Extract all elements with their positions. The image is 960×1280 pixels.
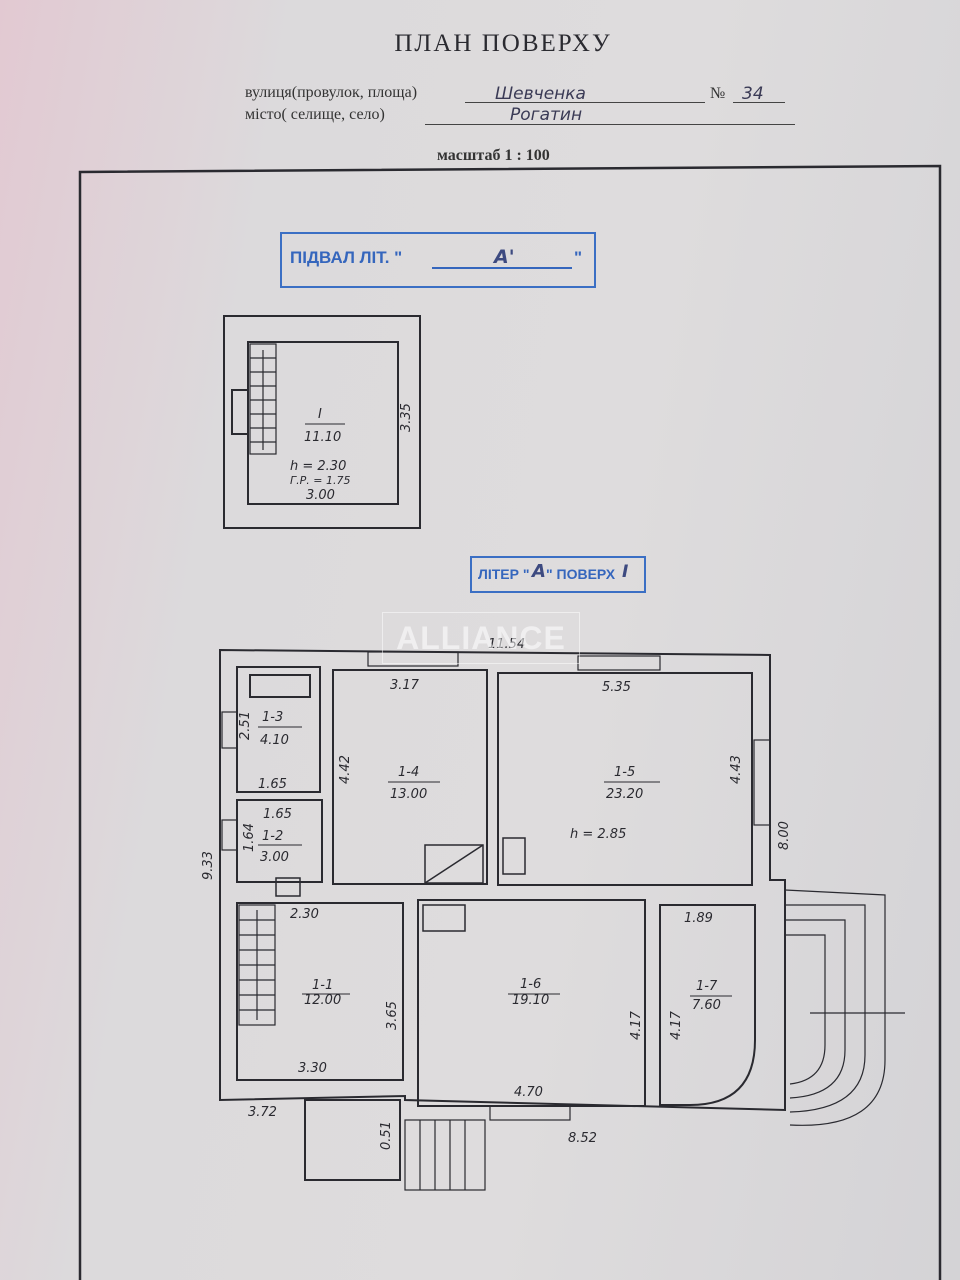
room-1-7-width: 1.89 bbox=[684, 911, 713, 926]
right-depth: 8.00 bbox=[777, 821, 792, 850]
page-title: ПЛАН ПОВЕРХУ bbox=[394, 30, 612, 57]
watermark-logo: ALLIANCE bbox=[382, 612, 580, 664]
room-1-6-id: 1-6 bbox=[520, 977, 541, 992]
room-1-6-width: 4.70 bbox=[514, 1085, 543, 1100]
floor-stamp: ЛІТЕР " А " ПОВЕРХ I bbox=[470, 556, 646, 593]
porch bbox=[304, 1099, 401, 1181]
city-underline bbox=[425, 124, 795, 125]
room-1-5-area: 23.20 bbox=[606, 787, 643, 802]
room-1-1-id: 1-1 bbox=[312, 978, 333, 993]
street-label: вулиця(провулок, площа) bbox=[245, 84, 418, 101]
main-outer-wall bbox=[219, 648, 786, 1112]
room-1-1-height: 3.65 bbox=[385, 1001, 400, 1030]
room-1-1-area: 12.00 bbox=[304, 993, 341, 1008]
floor-stamp-label: ЛІТЕР " bbox=[478, 566, 530, 582]
overall-depth: 9.33 bbox=[201, 851, 216, 880]
room-1-3-width: 1.65 bbox=[258, 777, 287, 792]
window bbox=[367, 651, 459, 667]
room-1-4-width: 3.17 bbox=[390, 678, 420, 693]
porch-stairs bbox=[404, 1119, 486, 1191]
window bbox=[753, 739, 771, 826]
main-stairs bbox=[238, 904, 276, 1026]
room-1-1-bottom-width: 3.30 bbox=[298, 1061, 327, 1076]
basement-room-id: I bbox=[318, 407, 322, 422]
bathtub bbox=[249, 674, 311, 698]
city-label: місто( селище, село) bbox=[245, 106, 385, 123]
room-1-2-area: 3.00 bbox=[260, 850, 289, 865]
left-bottom: 3.72 bbox=[248, 1105, 277, 1120]
basement-width: 3.00 bbox=[306, 488, 335, 503]
overall-width: 11.54 bbox=[488, 637, 525, 652]
street-underline bbox=[465, 102, 705, 103]
basement-stairs bbox=[249, 343, 277, 455]
stove-1-6 bbox=[422, 904, 466, 932]
room-1-5-height: 4.43 bbox=[729, 755, 744, 784]
street-value: Шевченка bbox=[495, 84, 586, 104]
scale-label: масштаб 1 : 100 bbox=[437, 147, 550, 164]
basement-stamp-label: ПІДВАЛ ЛІТ. " bbox=[290, 248, 403, 267]
basement-window bbox=[231, 389, 249, 435]
chimney-1-5 bbox=[502, 837, 526, 875]
number-label: № bbox=[710, 85, 726, 102]
room-height: h = 2.85 bbox=[570, 827, 626, 842]
window bbox=[577, 655, 661, 671]
room-1-6-area: 19.10 bbox=[512, 993, 549, 1008]
stove bbox=[275, 877, 301, 897]
room-1-7-wall bbox=[659, 904, 756, 1106]
porch-offset: 0.51 bbox=[379, 1121, 394, 1150]
basement-stamp: ПІДВАЛ ЛІТ. " А' " bbox=[280, 232, 596, 288]
basement-ground: Г.Р. = 1.75 bbox=[290, 474, 350, 487]
room-1-2-height: 1.64 bbox=[242, 823, 257, 852]
floor-stamp-mid: " ПОВЕРХ bbox=[546, 566, 616, 582]
basement-stamp-close: " bbox=[574, 248, 583, 267]
room-1-4-height: 4.42 bbox=[338, 755, 353, 784]
room-1-5-id: 1-5 bbox=[614, 765, 635, 780]
basement-outer-wall bbox=[223, 315, 421, 529]
terrace-stairs bbox=[784, 889, 905, 1126]
room-1-7-id: 1-7 bbox=[696, 979, 718, 994]
room-1-6-height: 4.17 bbox=[629, 1010, 644, 1040]
bottom-width: 8.52 bbox=[568, 1131, 597, 1146]
stamp-underline bbox=[432, 267, 572, 269]
room-1-1-width: 2.30 bbox=[290, 907, 319, 922]
window bbox=[221, 711, 238, 749]
drawing-frame bbox=[78, 164, 942, 1280]
window bbox=[221, 819, 238, 851]
room-1-1-wall bbox=[236, 902, 404, 1081]
room-1-4-area: 13.00 bbox=[390, 787, 427, 802]
room-1-3-area: 4.10 bbox=[260, 733, 289, 748]
room-1-2-id: 1-2 bbox=[262, 829, 283, 844]
basement-height: h = 2.30 bbox=[290, 459, 346, 474]
room-1-3-id: 1-3 bbox=[262, 710, 283, 725]
number-value: 34 bbox=[742, 84, 764, 104]
room-1-2-width: 1.65 bbox=[263, 807, 292, 822]
city-value: Рогатин bbox=[510, 105, 583, 125]
room-1-5-wall bbox=[497, 672, 753, 886]
basement-length: 3.35 bbox=[399, 403, 414, 432]
window bbox=[489, 1105, 571, 1121]
room-1-3-height: 2.51 bbox=[238, 711, 253, 740]
room-1-5-width: 5.35 bbox=[602, 680, 631, 695]
room-1-4-id: 1-4 bbox=[398, 765, 419, 780]
stove-1-4 bbox=[424, 844, 484, 884]
room-1-7-height: 4.17 bbox=[669, 1010, 684, 1040]
floor-stamp-floor: I bbox=[622, 562, 629, 582]
room-1-7-area: 7.60 bbox=[692, 998, 721, 1013]
number-underline bbox=[733, 102, 785, 103]
basement-room-area: 11.10 bbox=[304, 430, 341, 445]
basement-stamp-value: А' bbox=[494, 246, 515, 268]
floor-stamp-value: А bbox=[532, 561, 546, 582]
room-1-4-wall bbox=[332, 669, 488, 885]
